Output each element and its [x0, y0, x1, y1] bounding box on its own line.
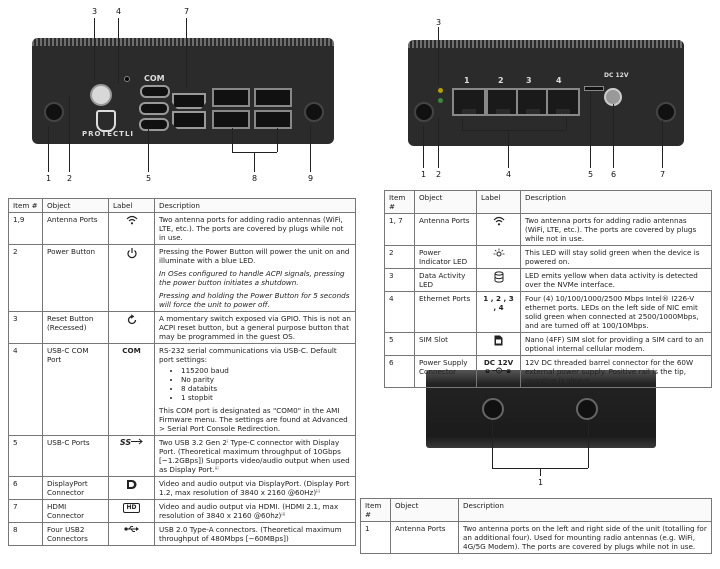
displayport-icon: [126, 480, 137, 492]
usb-a-port-3: [254, 88, 292, 107]
table-row: 7 HDMI Connector HD Video and audio outp…: [8, 499, 356, 523]
svg-text:⊖: ⊖: [485, 368, 490, 374]
front-panel-image: COM PROTECTLI SS: [32, 38, 334, 144]
rear-callout-1: 1: [421, 170, 427, 179]
ethernet-label: 1 , 2 , 3 , 4: [476, 291, 521, 333]
rj45-num-4: 4: [556, 76, 562, 85]
front-callout-2: 2: [67, 174, 73, 183]
rear-callout-5: 5: [588, 170, 594, 179]
sim-slot: [584, 86, 604, 91]
usb-a-port-4: [254, 110, 292, 129]
side-callout-1: 1: [538, 478, 544, 487]
usb-a-port-1: [212, 88, 250, 107]
front-callout-4: 4: [116, 7, 122, 16]
ethernet-port-3: [516, 88, 550, 116]
ethernet-port-4: [546, 88, 580, 116]
vent-grille: [32, 38, 334, 46]
ethernet-port-1: [452, 88, 486, 116]
side-ports-table: Item # Object Description 1 Antenna Port…: [360, 498, 712, 554]
usb-ss-icon: SS: [120, 438, 143, 447]
rear-panel-image: 1 2 3 4 DC 12V: [408, 40, 684, 146]
displayport-connector: [172, 111, 206, 129]
usb-icon: [123, 526, 140, 535]
rear-ports-table: Item # Object Label Description 1, 7 Ant…: [384, 190, 712, 388]
usb-a-port-2: [212, 110, 250, 129]
rear-callout-4: 4: [506, 170, 512, 179]
wifi-icon: [493, 216, 505, 228]
usb-c-port-2: [139, 118, 169, 131]
rear-antenna-right: [656, 102, 676, 122]
col-object: Object: [42, 198, 109, 213]
com-label: COM: [108, 343, 155, 436]
table-row: 5 SIM Slot Nano (4FF) SIM slot for provi…: [384, 332, 712, 356]
power-icon: [126, 248, 138, 261]
front-callout-1: 1: [46, 174, 52, 183]
rear-callout-2: 2: [436, 170, 442, 179]
front-callout-3: 3: [92, 7, 98, 16]
table-row: 4 Ethernet Ports 1 , 2 , 3 , 4 Four (4) …: [384, 291, 712, 333]
com-silk-label: COM: [144, 74, 165, 83]
rj45-num-1: 1: [464, 76, 470, 85]
power-button: [90, 84, 112, 106]
front-callout-5: 5: [146, 174, 152, 183]
col-description: Description: [154, 198, 356, 213]
usb-c-port-1: [139, 102, 169, 115]
side-antenna-right: [576, 398, 598, 420]
table-row: 6 Power Supply Connector DC 12V ⊖⊕ 12V D…: [384, 355, 712, 388]
dc-polarity-icon: ⊖⊕: [485, 367, 513, 376]
col-item: Item #: [8, 198, 43, 213]
col-label: Label: [108, 198, 155, 213]
led-icon: [493, 248, 505, 262]
side-antenna-left: [482, 398, 504, 420]
ethernet-port-2: [486, 88, 520, 116]
wifi-icon: [126, 215, 138, 227]
front-callout-9: 9: [308, 174, 314, 183]
activity-led: [438, 98, 443, 103]
table-row: 8 Four USB2 Connectors USB 2.0 Type-A co…: [8, 522, 356, 546]
table-row: 5 USB-C Ports SS Two USB 3.2 Gen 2ⁱ Type…: [8, 435, 356, 477]
hdmi-connector: [172, 93, 206, 109]
hdmi-icon: HD: [123, 503, 140, 513]
svg-text:⊕: ⊕: [506, 368, 511, 374]
storage-icon: [494, 271, 504, 285]
antenna-port-right: [304, 102, 324, 122]
table-row: 1, 7 Antenna Ports Two antenna ports for…: [384, 213, 712, 246]
sim-icon: [494, 335, 503, 348]
table-row: 2 Power Indicator LED This LED will stay…: [384, 245, 712, 269]
rj45-num-2: 2: [498, 76, 504, 85]
shield-logo-icon: [96, 110, 116, 132]
front-callout-8: 8: [252, 174, 258, 183]
table-row: 3 Data Activity LED LED emits yellow whe…: [384, 268, 712, 292]
brand-logo: PROTECTLI: [82, 130, 135, 138]
table-row: 4 USB-C COM Port COM RS-232 serial commu…: [8, 343, 356, 436]
table-row: 2 Power Button Pressing the Power Button…: [8, 244, 356, 312]
table-row: 6 DisplayPort Connector Video and audio …: [8, 476, 356, 500]
power-led: [438, 88, 443, 93]
front-ports-table: Item # Object Label Description 1,9 Ante…: [8, 198, 356, 546]
usb-c-com-port: [140, 85, 170, 98]
front-callout-7: 7: [184, 7, 190, 16]
antenna-port-left: [44, 102, 64, 122]
rj45-num-3: 3: [526, 76, 532, 85]
reset-icon: [126, 314, 138, 328]
dc-silk-label: DC 12V: [604, 72, 629, 79]
rear-callout-6: 6: [611, 170, 617, 179]
rear-callout-3: 3: [436, 18, 442, 27]
rear-antenna-left: [414, 102, 434, 122]
table-row: 1,9 Antenna Ports Two antenna ports for …: [8, 212, 356, 245]
table-row: 3 Reset Button (Recessed) A momentary sw…: [8, 311, 356, 344]
table-row: 1 Antenna Ports Two antenna ports on the…: [360, 521, 712, 554]
dc-label: DC 12V: [483, 358, 514, 367]
reset-pinhole: [124, 76, 130, 82]
rear-callout-7: 7: [660, 170, 666, 179]
